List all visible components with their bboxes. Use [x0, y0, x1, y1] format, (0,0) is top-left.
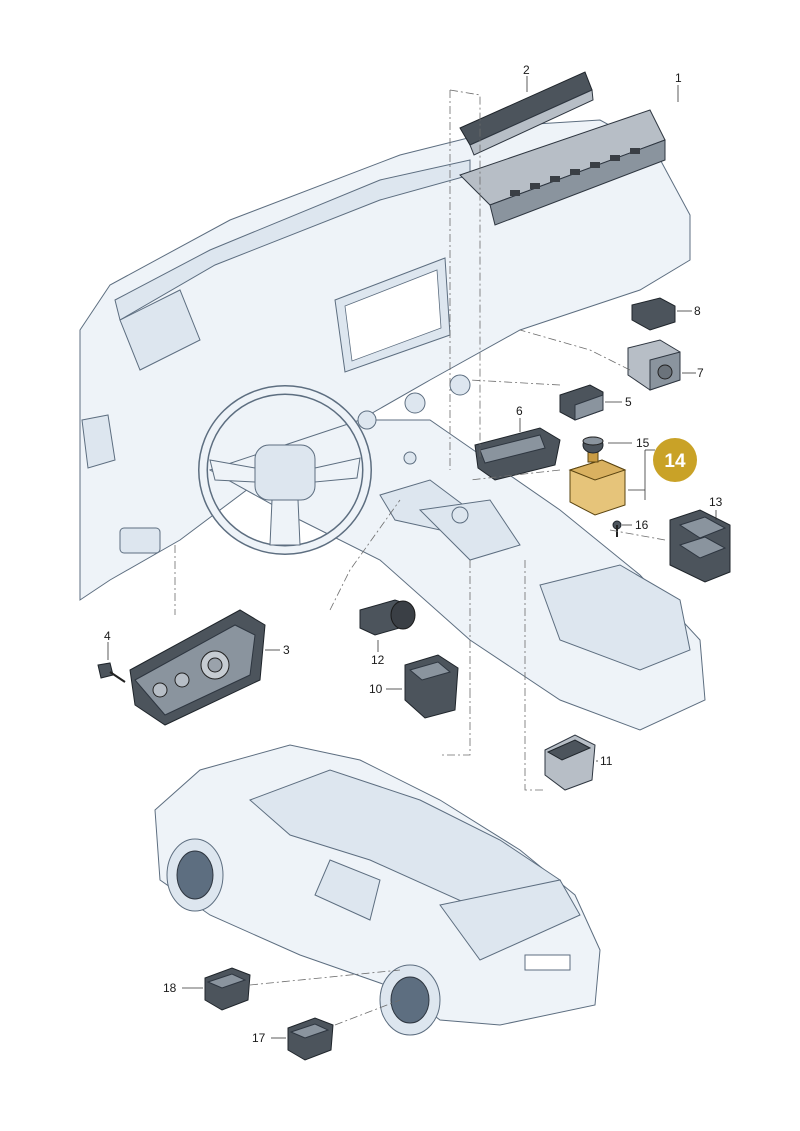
callout-15: 15: [636, 436, 650, 450]
callout-16: 16: [635, 518, 649, 532]
callout-2: 2: [523, 63, 530, 77]
dashboard-illustration: [79, 119, 706, 731]
hazard-switch-part: [559, 384, 604, 421]
infotainment-screen: [334, 257, 451, 373]
switch-module-part: [474, 427, 561, 481]
relationship-lines: [174, 89, 666, 1026]
door-switch-18-part: [204, 967, 251, 1011]
callout-1: 1: [675, 71, 682, 85]
highlighted-part-14: [568, 447, 627, 516]
screw-part: [97, 662, 126, 683]
callout-18: 18: [163, 981, 177, 995]
callout-5: 5: [625, 395, 632, 409]
callout-leaders: [107, 76, 717, 1039]
rotary-switch-part: [627, 339, 681, 391]
overhead-panel-part: [459, 71, 666, 226]
callout-4: 4: [104, 629, 111, 643]
callout-13: 13: [709, 495, 723, 509]
callout-labels: 1 2 3 4 5 6 7 8 10 11 12 13 15 16 17 18: [104, 63, 723, 1045]
badge-14-label: 14: [664, 451, 686, 472]
steering-wheel: [198, 385, 372, 555]
knob-part-15: [582, 436, 604, 454]
window-switch-part: [404, 654, 459, 719]
callout-8: 8: [694, 304, 701, 318]
left-vent: [81, 414, 161, 554]
door-switch-17-part: [287, 1017, 334, 1061]
callout-12: 12: [371, 653, 385, 667]
switch-11-part: [544, 734, 596, 791]
seat-switch-part: [669, 509, 731, 583]
callout-3: 3: [283, 643, 290, 657]
small-switch-part: [631, 297, 676, 331]
light-switch-part: [129, 609, 266, 726]
start-button-part: [359, 599, 416, 636]
callout-11: 11: [600, 754, 613, 768]
center-stack-knobs: [357, 374, 471, 524]
highlight-badge: 14: [653, 438, 697, 482]
car-exterior-illustration: [154, 744, 601, 1036]
callout-7: 7: [697, 366, 704, 380]
callout-10: 10: [369, 682, 383, 696]
callout-6: 6: [516, 404, 523, 418]
callout-17: 17: [252, 1031, 266, 1045]
screw-part-16: [612, 520, 622, 537]
